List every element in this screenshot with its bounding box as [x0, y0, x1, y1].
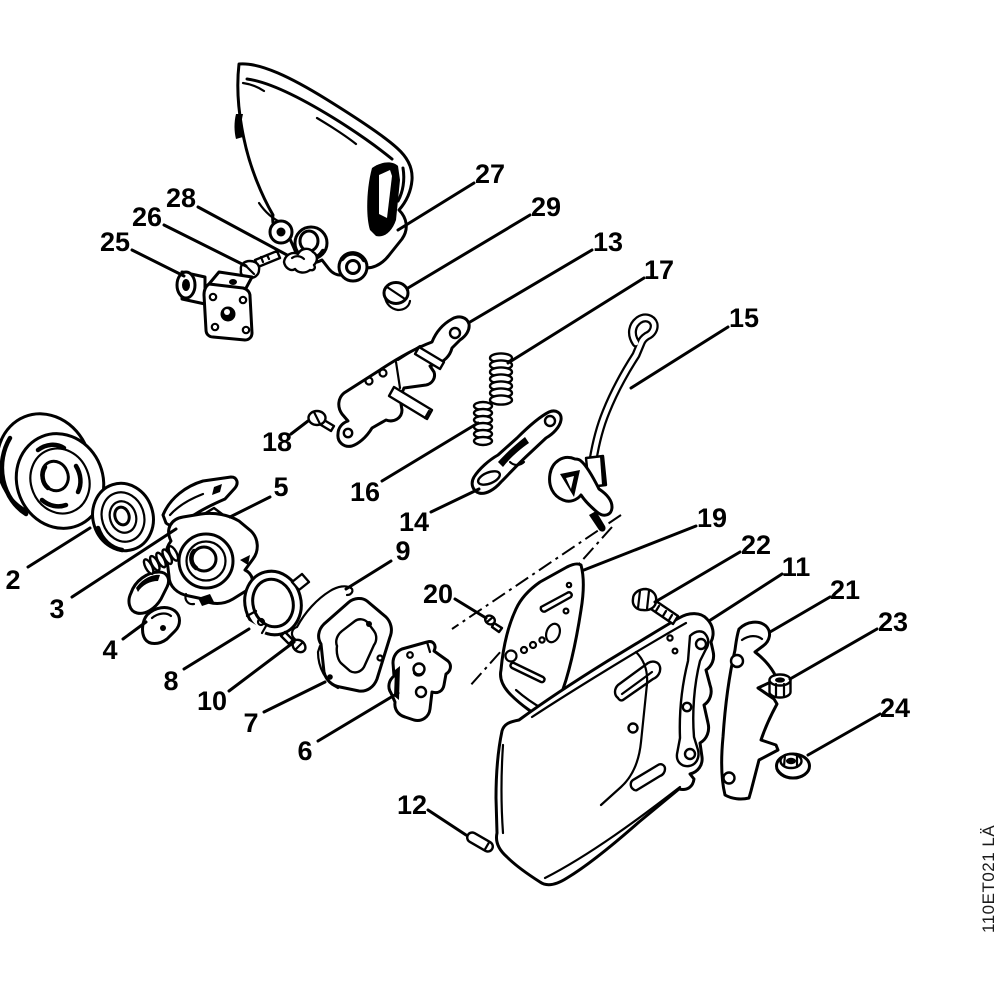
- part-pin-12: [466, 831, 494, 853]
- callout-leader-10: [227, 640, 296, 693]
- callout-number-26: 26: [132, 202, 162, 232]
- callout-leader-14: [429, 487, 481, 514]
- callout-number-18: 18: [262, 427, 292, 457]
- part-screw-20: [483, 614, 504, 634]
- callout-number-7: 7: [243, 708, 258, 738]
- callout-number-9: 9: [395, 536, 410, 566]
- part-spring-17: [488, 352, 514, 406]
- callout-number-22: 22: [741, 530, 771, 560]
- part-inner-plate: [499, 562, 585, 723]
- callout-number-12: 12: [397, 790, 427, 820]
- callout-leader-13: [468, 248, 594, 324]
- callout-leader-6: [316, 691, 400, 743]
- callout-leader-9: [344, 559, 393, 591]
- callout-number-14: 14: [399, 507, 429, 537]
- part-screw-29: [382, 281, 412, 312]
- part-clutch-shoe: [127, 570, 181, 645]
- callout-leader-3: [70, 527, 178, 599]
- callout-leader-29: [406, 213, 532, 290]
- alignment-dashed-lines: [451, 514, 622, 688]
- callout-number-6: 6: [297, 736, 312, 766]
- callout-number-4: 4: [102, 635, 117, 665]
- callout-number-20: 20: [423, 579, 453, 609]
- callout-number-17: 17: [644, 255, 674, 285]
- callout-leader-22: [653, 550, 742, 604]
- part-collar-nut-24: [775, 752, 811, 780]
- part-screw-18: [307, 409, 336, 433]
- callout-leader-25: [130, 248, 186, 278]
- callout-leader-23: [788, 627, 879, 681]
- callout-number-2: 2: [5, 565, 20, 595]
- part-spring-wire: [290, 585, 354, 642]
- part-nut-23: [768, 673, 792, 699]
- drawing-code: 110ET021 LÄ: [979, 825, 998, 933]
- callout-leader-20: [453, 597, 488, 620]
- part-washer: [91, 481, 155, 553]
- callout-number-19: 19: [697, 503, 727, 533]
- part-cover-plate-7: [316, 597, 393, 693]
- callout-leader-27: [396, 181, 476, 232]
- part-spring-16: [472, 400, 494, 447]
- callout-leader-4: [121, 620, 148, 641]
- part-pivot-block: [175, 270, 254, 342]
- callout-leader-7: [262, 680, 327, 714]
- callout-number-29: 29: [531, 192, 561, 222]
- callout-leader-24: [806, 712, 882, 757]
- callout-number-25: 25: [100, 227, 130, 257]
- part-brake-rod: [548, 313, 659, 532]
- callout-number-3: 3: [49, 594, 64, 624]
- callout-number-10: 10: [197, 686, 227, 716]
- callout-number-13: 13: [593, 227, 623, 257]
- part-spring-clip: [282, 247, 319, 274]
- callout-leader-16: [380, 421, 480, 483]
- part-brake-bracket: [336, 315, 471, 448]
- part-clutch-assembly: [142, 475, 259, 606]
- part-screw-10: [279, 630, 307, 654]
- part-bumper-spike: [720, 620, 780, 801]
- callout-number-16: 16: [350, 477, 380, 507]
- part-brake-band: [229, 569, 311, 650]
- part-bolt-26: [239, 249, 282, 280]
- callout-leader-2: [26, 526, 92, 569]
- callout-leader-28: [196, 205, 289, 257]
- callout-number-21: 21: [830, 575, 860, 605]
- callout-number-15: 15: [729, 303, 759, 333]
- callout-leader-8: [182, 627, 251, 671]
- callout-leader-21: [768, 595, 832, 634]
- part-clutch-drum: [0, 412, 106, 530]
- callout-leader-11: [707, 572, 784, 623]
- callout-number-24: 24: [880, 693, 910, 723]
- part-brake-lever: [470, 409, 563, 495]
- callout-number-28: 28: [166, 183, 196, 213]
- callout-leader-5: [228, 495, 272, 519]
- callout-number-11: 11: [782, 552, 811, 582]
- part-sprocket-cover: [494, 612, 716, 887]
- callout-number-23: 23: [878, 607, 908, 637]
- callout-number-27: 27: [475, 159, 505, 189]
- callout-leader-12: [426, 808, 468, 837]
- callout-leader-26: [162, 223, 248, 268]
- callout-leader-19: [582, 524, 698, 572]
- callout-leader-17: [506, 276, 646, 365]
- callout-number-5: 5: [273, 472, 288, 502]
- part-screw-22: [631, 587, 680, 626]
- callout-leader-18: [289, 419, 310, 436]
- callout-number-8: 8: [163, 666, 178, 696]
- callout-leader-15: [629, 325, 730, 390]
- part-hand-guard: [234, 62, 414, 283]
- part-plate-6: [387, 640, 452, 722]
